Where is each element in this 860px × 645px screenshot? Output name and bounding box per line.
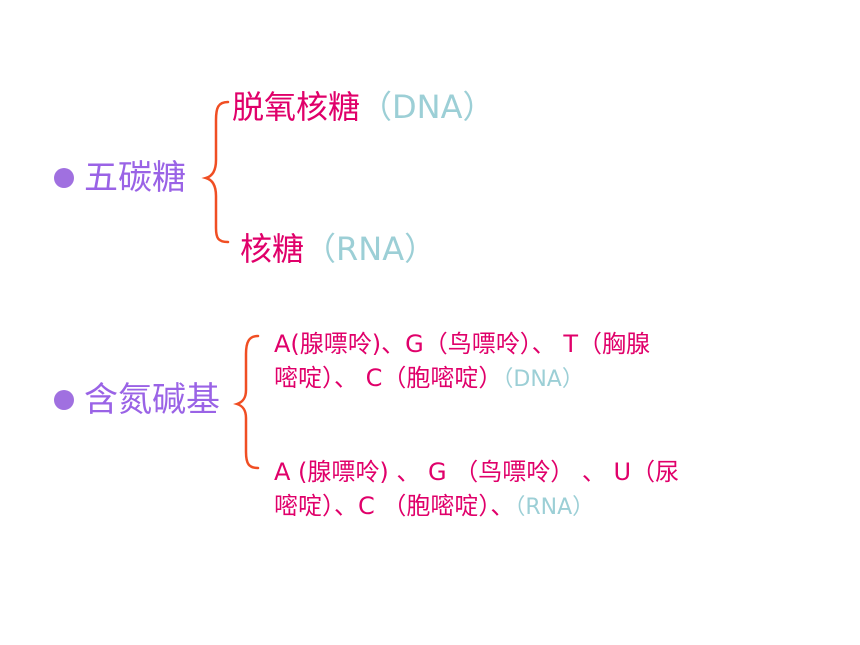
- ribose-tag: （RNA）: [304, 230, 437, 268]
- bases-dna-tag: （DNA）: [502, 367, 584, 392]
- bases-dna-line2: 嘧啶）、 C（胞嘧啶）（DNA）: [274, 362, 584, 396]
- ribose-line: 核糖（RNA）: [240, 230, 436, 268]
- bullet-dot-pentose: [54, 168, 74, 188]
- brace-bases: [233, 334, 260, 470]
- bases-label: 含氮碱基: [84, 380, 220, 420]
- deoxyribose-tag: （DNA）: [360, 88, 495, 126]
- deoxyribose-line: 脱氧核糖（DNA）: [232, 88, 495, 126]
- ribose-name: 核糖: [240, 230, 305, 268]
- bases-rna-line1: A (腺嘌呤) 、 G （鸟嘌呤） 、 U（尿: [274, 458, 680, 486]
- bullet-dot-bases: [54, 390, 74, 410]
- brace-pentose: [201, 100, 230, 244]
- bases-rna-line2: 嘧啶）、C （胞嘧啶）、（RNA）: [274, 490, 594, 524]
- pentose-label: 五碳糖: [84, 158, 186, 198]
- bases-rna-line2-text: 嘧啶）、C （胞嘧啶）、: [274, 492, 515, 520]
- deoxyribose-name: 脱氧核糖: [232, 88, 361, 126]
- bases-dna-line1: A(腺嘌呤)、G（鸟嘌呤）、 T（胸腺: [274, 330, 651, 358]
- bases-dna-line2-text: 嘧啶）、 C（胞嘧啶）: [274, 364, 503, 392]
- bases-rna-tag: （RNA）: [514, 495, 595, 520]
